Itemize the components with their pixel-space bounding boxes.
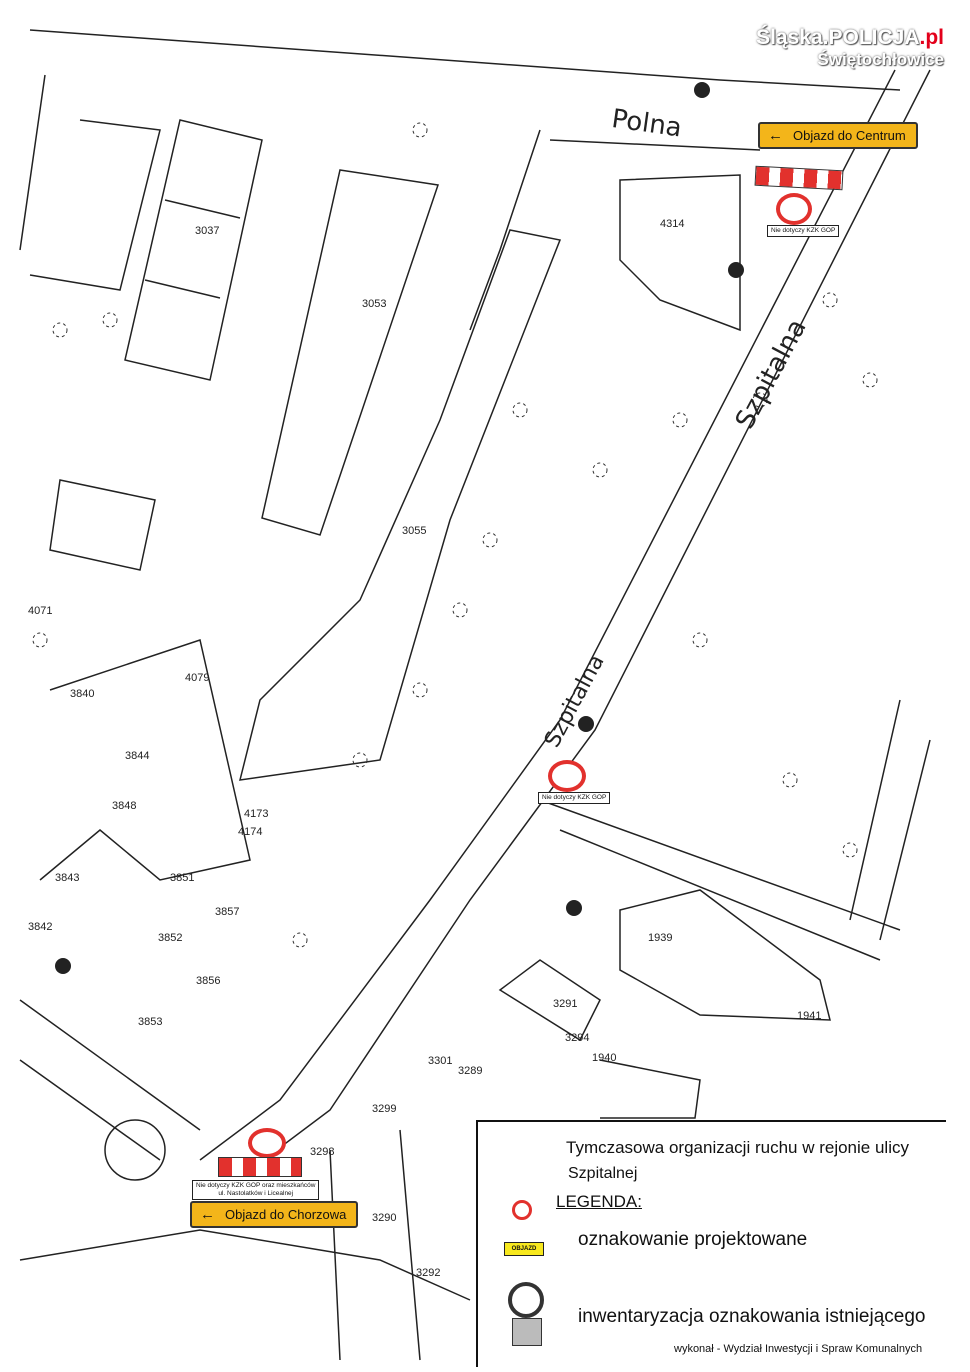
parcel-label: 3842 xyxy=(28,921,53,933)
parcel-label: 3290 xyxy=(372,1212,397,1224)
parcel-label: 3055 xyxy=(402,525,427,537)
parcel-label: 3843 xyxy=(55,872,80,884)
existing-sign-marker xyxy=(566,900,582,916)
parcel-label: 3037 xyxy=(195,225,220,237)
sign-note-line: Nie dotyczy KZK GOP oraz mieszkańców xyxy=(196,1182,316,1189)
road-barrier xyxy=(218,1157,302,1177)
building-block xyxy=(124,119,263,381)
existing-sign-marker xyxy=(728,262,744,278)
legend-author: wykonał - Wydział Inwestycji i Spraw Kom… xyxy=(674,1343,923,1355)
no-entry-sign xyxy=(248,1128,286,1158)
no-entry-sign xyxy=(548,760,586,792)
parcel-label: 1940 xyxy=(592,1052,617,1064)
parcel-label: 1939 xyxy=(648,932,673,944)
sign-note: Nie dotyczy KZK GOP xyxy=(538,792,611,804)
no-right-turn-icon xyxy=(508,1282,544,1318)
building-block xyxy=(239,229,562,781)
detour-sign-centrum: ← Objazd do Centrum xyxy=(758,122,918,149)
parcel-label: 3853 xyxy=(138,1016,163,1028)
existing-sign-marker xyxy=(55,958,71,974)
sign-note-line: ul. Nastolatków i Licealnej xyxy=(218,1190,294,1197)
parcel-label: 3840 xyxy=(70,688,95,700)
parcel-label: 4174 xyxy=(238,826,263,838)
parcel-label: 3852 xyxy=(158,932,183,944)
legend-subtitle: Szpitalnej xyxy=(568,1165,638,1182)
police-logo: Śląska.POLICJA.pl Świętochłowice xyxy=(756,26,944,70)
detour-centrum-label: Objazd do Centrum xyxy=(793,128,906,143)
parcel-label: 4071 xyxy=(28,605,53,617)
legend-heading: LEGENDA: xyxy=(556,1192,642,1211)
parcel-label: 3291 xyxy=(553,998,578,1010)
parcel-label: 3856 xyxy=(196,975,221,987)
logo-city: Świętochłowice xyxy=(817,50,944,69)
sign-note: Nie dotyczy KZK GOP xyxy=(767,225,840,237)
existing-sign-marker xyxy=(694,82,710,98)
pedestrian-crossing-icon xyxy=(512,1318,542,1346)
legend-box: Tymczasowa organizacji ruchu w rejonie u… xyxy=(476,1120,946,1367)
detour-sign-chorzow: ← Objazd do Chorzowa xyxy=(190,1201,359,1228)
arrow-left-icon: ← xyxy=(768,127,783,144)
detour-chorzow-label: Objazd do Chorzowa xyxy=(225,1207,347,1222)
parcel-label: 4173 xyxy=(244,808,269,820)
no-left-turn-icon xyxy=(512,1200,532,1220)
objazd-icon: OBJAZD xyxy=(504,1242,544,1256)
parcel-label: 3294 xyxy=(565,1032,590,1044)
legend-item-projected: oznakowanie projektowane xyxy=(578,1229,808,1250)
legend-item-existing: inwentaryzacja oznakowania istniejącego xyxy=(578,1306,926,1327)
parcel-label: 4314 xyxy=(660,218,685,230)
logo-brand: Śląska.POLICJA xyxy=(756,26,920,49)
parcel-label: 3298 xyxy=(310,1146,335,1158)
szpitalna-road-edge-left xyxy=(199,69,896,1161)
building-block xyxy=(261,169,439,536)
existing-sign-marker xyxy=(578,716,594,732)
no-entry-sign xyxy=(776,193,812,225)
parcel-label: 3053 xyxy=(362,298,387,310)
parcel-label: 3299 xyxy=(372,1103,397,1115)
parcel-label: 4079 xyxy=(185,672,210,684)
szpitalna-road-edge-right xyxy=(249,69,931,1171)
logo-tld: .pl xyxy=(919,26,945,49)
parcel-label: 3851 xyxy=(170,872,195,884)
parcel-label: 3289 xyxy=(458,1065,483,1077)
parcel-label: 1941 xyxy=(797,1010,822,1022)
parcel-label: 3292 xyxy=(416,1267,441,1279)
polna-road-edge xyxy=(29,29,901,91)
parcel-label: 3848 xyxy=(112,800,137,812)
parcel-label: 3857 xyxy=(215,906,240,918)
legend-title: Tymczasowa organizacji ruchu w rejonie u… xyxy=(566,1138,909,1157)
parcel-label: 3844 xyxy=(125,750,150,762)
arrow-left-icon: ← xyxy=(200,1206,215,1223)
parcel-label: 3301 xyxy=(428,1055,453,1067)
sign-note-bottom: Nie dotyczy KZK GOP oraz mieszkańców ul.… xyxy=(192,1180,320,1200)
